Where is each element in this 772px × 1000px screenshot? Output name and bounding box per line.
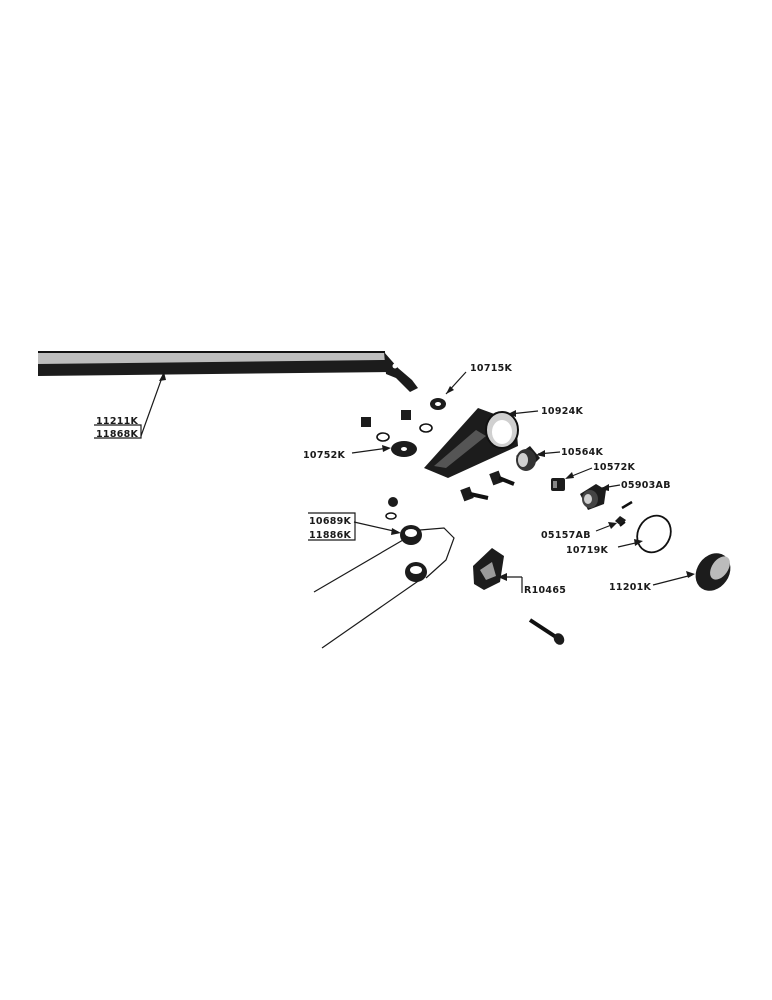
nut-left-part [361, 417, 371, 427]
collar-part-number: 05903AB [621, 480, 671, 491]
pin-part [615, 500, 633, 527]
gasket-arrowhead [634, 539, 643, 546]
ring-small-right-part [419, 423, 433, 433]
spring-part-number-1: 10689K [309, 516, 352, 527]
rod-part [38, 351, 418, 392]
washer-left-arrowhead [382, 445, 391, 452]
pin-arrowhead [608, 522, 617, 529]
collar-part [580, 484, 606, 510]
rod-part-number-2: 11868K [96, 429, 139, 440]
ring-small-left-part [376, 432, 390, 442]
arm-part [424, 408, 519, 478]
bushing-part [516, 446, 540, 471]
pin-part-number: 05157AB [541, 530, 591, 541]
spring-leader [353, 521, 399, 533]
bolt-small-arrowhead [565, 472, 574, 479]
washer-left-part [391, 441, 417, 457]
washer-left-leader [351, 447, 389, 454]
collar-arrowhead [600, 484, 609, 491]
bushing-part-number: 10564K [561, 447, 604, 458]
cap-arrowhead [686, 571, 695, 578]
bolt-center-left-part [460, 486, 489, 502]
rod-callout [94, 371, 166, 439]
washer-top-part [430, 398, 446, 410]
spring-part-number-2: 11886K [309, 530, 352, 541]
bolt-small-part [551, 478, 565, 491]
clip-part-number: R10465 [524, 585, 566, 596]
spring-arrowhead [391, 528, 401, 535]
washer-top-arrowhead [446, 386, 454, 394]
cap-leader [652, 574, 693, 586]
gasket-part [636, 514, 672, 554]
washer-left-part-number: 10752K [303, 450, 346, 461]
arm-part-number: 10924K [541, 406, 584, 417]
spring-bracket [308, 512, 356, 541]
nut-right-part [401, 410, 411, 420]
rod-part-number-1: 11211K [96, 416, 139, 427]
gasket-part-number: 10719K [566, 545, 609, 556]
arm-arrowhead [508, 410, 516, 417]
bolt-small-part-number: 10572K [593, 462, 636, 473]
clip-part [473, 548, 504, 590]
bolt-center-right-part [489, 470, 515, 486]
spring-part [313, 497, 455, 649]
cap-part-number: 11201K [609, 582, 652, 593]
bushing-arrowhead [536, 450, 545, 457]
washer-top-part-number: 10715K [470, 363, 513, 374]
clip-arrowhead [498, 573, 507, 581]
cap-part [695, 553, 731, 591]
long-pin-part [528, 618, 565, 645]
